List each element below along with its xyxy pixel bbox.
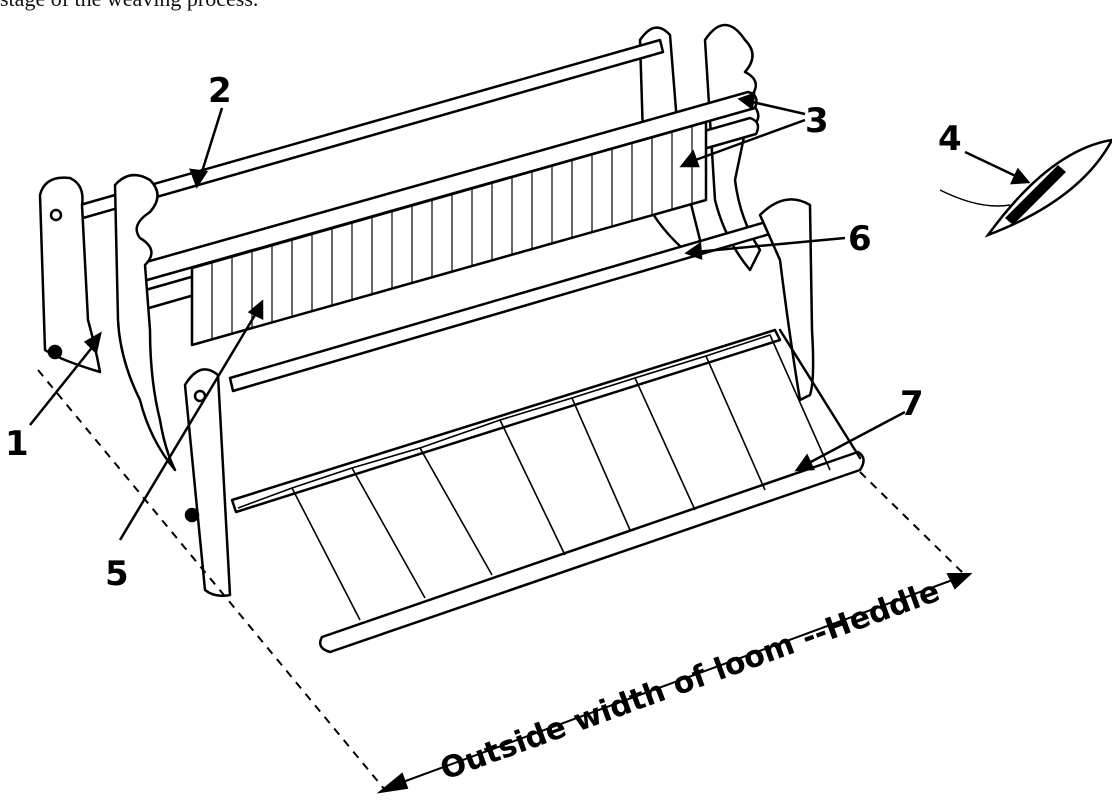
left-back-peg: [47, 344, 63, 360]
callout-3: 3: [805, 101, 829, 141]
callout-1: 1: [5, 424, 29, 464]
right-mid-upright: [758, 198, 815, 402]
heddle-slats: [211, 126, 693, 340]
dimension-label: Outside width of loom --Heddle: [436, 574, 945, 788]
right-frame-line: [778, 328, 862, 460]
front-left-peg: [184, 507, 200, 523]
dimension-arrow: [376, 573, 973, 794]
cloth-beam: [319, 450, 865, 654]
left-back-upright: [38, 176, 102, 374]
left-back-hole: [49, 208, 63, 222]
caption-text: stage of the weaving process.: [0, 0, 258, 12]
callout-5: 5: [105, 554, 129, 594]
callout-arrows: [29, 92, 1031, 541]
warp-thread: [237, 487, 361, 621]
left-notched-upright: [113, 173, 177, 472]
callout-4: 4: [938, 119, 962, 159]
callout-6: 6: [848, 219, 872, 259]
shuttle: [939, 138, 1112, 238]
dimension-extension-lines: [37, 369, 966, 791]
callout-2: 2: [208, 71, 232, 111]
heddle-panel: [190, 120, 708, 347]
warp-thread: [705, 334, 831, 471]
callout-7: 7: [900, 384, 924, 424]
front-left-upright: [183, 368, 232, 598]
